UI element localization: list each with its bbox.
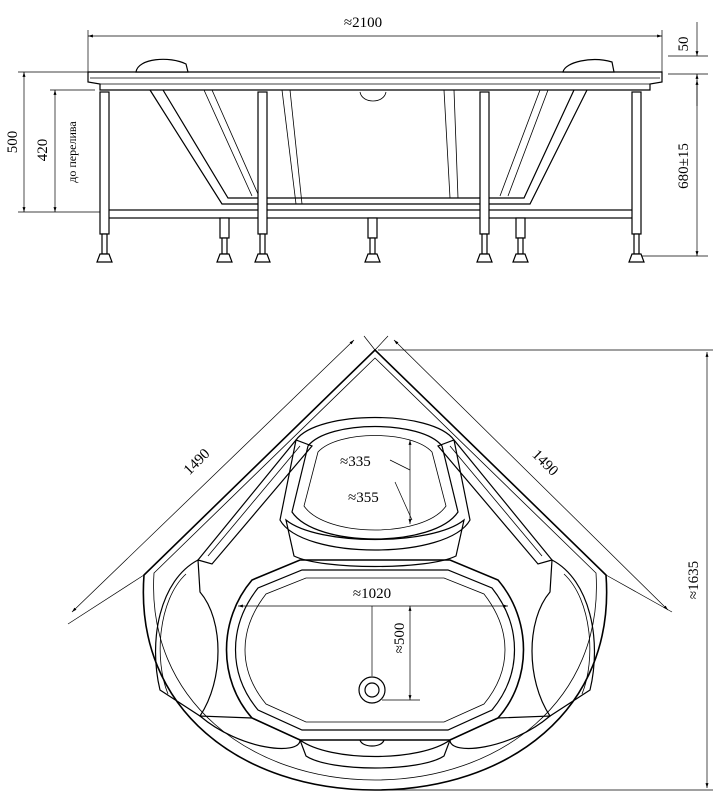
overflow-height-dimension: 420 до перелива [35,89,95,212]
width-label: ≈2100 [344,15,382,31]
side-view: ≈2100 50 680±15 500 420 до пе [5,15,708,263]
drain [358,676,386,747]
leg-height-label: 680±15 [676,143,692,189]
headrest-dimensions: ≈335 ≈355 [340,440,413,524]
headrest-left [135,58,189,73]
top-view: 1490 1490 ≈1635 [67,335,713,791]
rim-thickness-label: 50 [676,37,692,52]
rim-thickness-dimension: 50 [668,22,708,106]
diagonal-label: ≈1635 [686,561,702,599]
side-right-label: 1490 [529,447,562,480]
leg-height-dimension: 680±15 [640,80,708,257]
headrest-pocket [196,416,554,568]
bowl-width-label: ≈1020 [353,586,391,602]
headrest-right [562,59,615,73]
bowl-width-dimension: ≈1020 [238,586,508,608]
overflow-note: до перелива [65,121,79,183]
headrest-inner-label: ≈335 [340,454,371,470]
bowl-depth-label: ≈500 [392,623,408,654]
side-lobes [154,559,596,769]
support-frame [101,209,639,219]
frame-legs [96,91,645,263]
total-height-dimension: 500 [5,71,105,213]
tub-rim [87,71,663,91]
tub-bowl [149,89,588,205]
width-dimension: ≈2100 [87,15,663,72]
side-left-dimension: 1490 [67,335,376,625]
diagonal-dimension: ≈1635 [375,349,713,791]
overflow-height-label: 420 [35,139,51,162]
side-left-label: 1490 [181,446,214,479]
total-height-label: 500 [5,131,21,154]
headrest-outer-label: ≈355 [348,490,379,506]
bowl-depth-dimension: ≈500 [371,606,420,701]
